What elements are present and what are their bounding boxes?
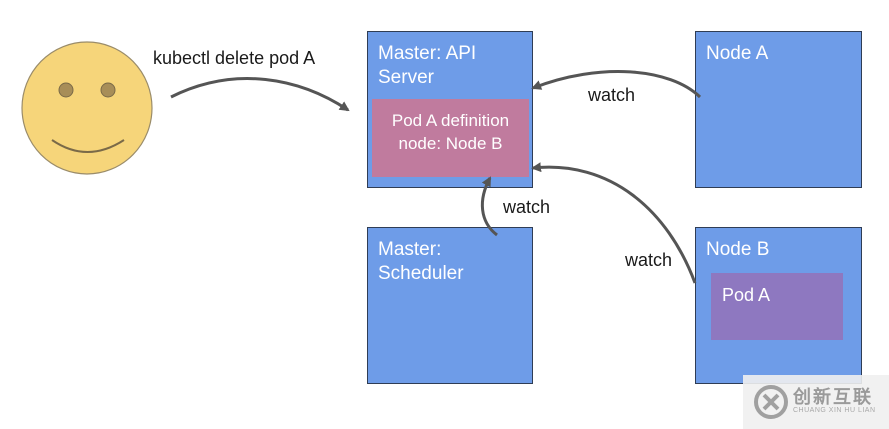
scheduler-watch-arrow <box>480 176 498 237</box>
api-server-label: Master: API Server <box>378 43 477 88</box>
pod-definition-box: Pod A definition node: Node B <box>372 99 529 177</box>
node-a-box: Node A <box>695 31 862 188</box>
watermark-subtext: CHUANG XIN HU LIAN <box>793 407 876 414</box>
smiley-face-icon <box>21 41 153 175</box>
node-b-label: Node B <box>706 239 770 260</box>
node-b-watch-arrow <box>531 162 697 284</box>
watermark-text: 创新互联 <box>793 387 873 407</box>
watch-label-node-a: watch <box>588 85 636 105</box>
pod-a-box: Pod A <box>711 273 843 340</box>
scheduler-label: Master: Scheduler <box>378 239 464 284</box>
watch-label-node-b: watch <box>625 250 673 270</box>
watermark: 创新互联 CHUANG XIN HU LIAN <box>743 375 889 429</box>
command-label: kubectl delete pod A <box>153 48 316 68</box>
node-a-label: Node A <box>706 43 769 64</box>
scheduler-box: Master: Scheduler <box>367 227 533 384</box>
watch-label-scheduler: watch <box>503 197 551 217</box>
command-arrow <box>170 77 350 112</box>
node-a-watch-arrow <box>531 69 702 99</box>
logo-icon <box>754 385 788 419</box>
